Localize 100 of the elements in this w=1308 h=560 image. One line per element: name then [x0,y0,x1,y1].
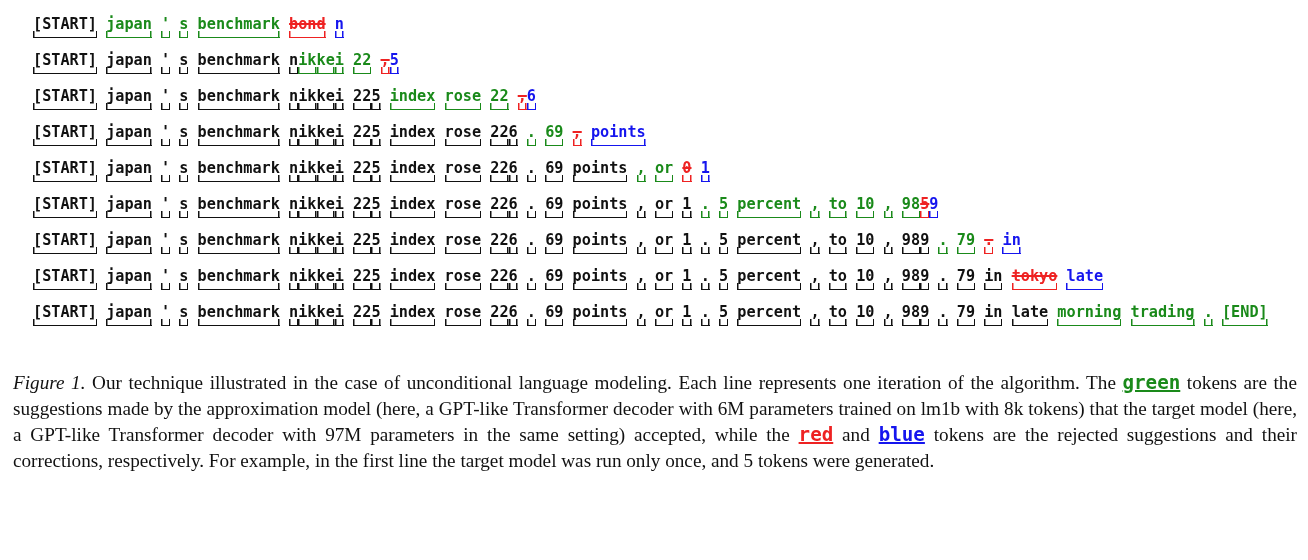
token: 22 [353,230,372,254]
token: 79 [956,302,976,326]
token: 5 [371,158,381,182]
token: index [389,86,436,110]
token: to [828,302,847,326]
token: 9 [920,302,930,326]
token: 22 [490,122,509,146]
token: ke [316,50,335,74]
token: japan [106,266,152,290]
token: i [334,266,344,290]
token: points [590,122,646,146]
token: japan [106,50,152,74]
token: 5 [718,302,729,326]
token: ' [161,266,171,290]
token: 22 [490,266,509,290]
token: 10 [856,230,875,254]
token: late [1066,266,1104,290]
token: percent [737,194,802,218]
token: 5 [371,230,381,254]
token: 10 [856,194,875,218]
token: index [389,266,436,290]
token: percent [737,302,802,326]
token: 6 [508,194,518,218]
token: 6 [508,122,518,146]
token: [START] [33,230,97,254]
token: 69 [545,158,564,182]
token: 1 [682,302,692,326]
token: 6 [508,230,518,254]
token: 5 [371,122,381,146]
token: ik [298,50,317,74]
token: to [828,266,847,290]
token: 22 [490,194,509,218]
token: 79 [956,266,976,290]
token: [END] [1221,302,1268,326]
token: 22 [353,86,372,110]
token: i [334,86,344,110]
token: 1 [682,194,692,218]
token: 98 [901,230,921,254]
token: japan [106,302,152,326]
token: 69 [545,194,564,218]
token: 69 [545,266,564,290]
token: benchmark [197,86,280,110]
token: points [572,158,628,182]
token: 22 [353,50,372,74]
token: 6 [508,158,518,182]
token: 1 [682,266,692,290]
token: ' [161,14,171,38]
token: ke [316,266,335,290]
token: 10 [856,266,875,290]
token: points [572,302,628,326]
token: 22 [353,122,372,146]
token: in [984,266,1003,290]
token: index [389,122,436,146]
token: 6 [508,266,518,290]
token: 69 [545,230,564,254]
token: [START] [33,302,97,326]
token: 5 [371,266,381,290]
token: [START] [33,50,97,74]
token: 69 [545,122,564,146]
token: 69 [545,302,564,326]
token: 9 [929,194,939,218]
token: 5 [371,194,381,218]
token: ' [161,158,171,182]
token: 5 [371,86,381,110]
token: 98 [901,302,921,326]
token: i [334,158,344,182]
token: benchmark [197,14,280,38]
token: 22 [490,302,509,326]
token: index [389,302,436,326]
token: ik [298,230,317,254]
token: i [334,194,344,218]
token: ik [298,122,317,146]
token: late [1011,302,1049,326]
token: 22 [490,158,509,182]
token: i [334,302,344,326]
token: i [334,50,344,74]
token: [START] [33,14,97,38]
token: ' [161,122,171,146]
token: [START] [33,158,97,182]
token: 22 [353,194,372,218]
token: ke [316,302,335,326]
token: benchmark [197,230,280,254]
token: index [389,158,436,182]
token: benchmark [197,50,280,74]
struck-token: bond [289,14,326,38]
token: 5 [718,230,729,254]
token: points [572,230,628,254]
token: 22 [490,230,509,254]
token: ke [316,122,335,146]
token: ' [161,194,171,218]
token: [START] [33,266,97,290]
token: ' [161,50,171,74]
figure-caption: Figure 1. Our technique illustrated in the case of unconditional language modeling. Each line represents one iteration of the algorithm. The green tokens are the suggestions made by the approximation model (here, a GPT-like Transformer decoder with 6M parameters trained on lm1b with 8k tokens) that the target model (here, a GPT-like Transformer decoder with 97M parameters in the same setting) accepted, while the red and blue tokens are the rejected suggestions and their corrections, respectively. For example, in the first line the target model was run only once, and 5 tokens were generated. [13,370,1297,473]
token: japan [106,122,152,146]
token: index [389,230,436,254]
token: japan [106,194,152,218]
token: 5 [718,194,729,218]
token: 5 [718,266,729,290]
token: japan [106,14,152,38]
token: [START] [33,194,97,218]
